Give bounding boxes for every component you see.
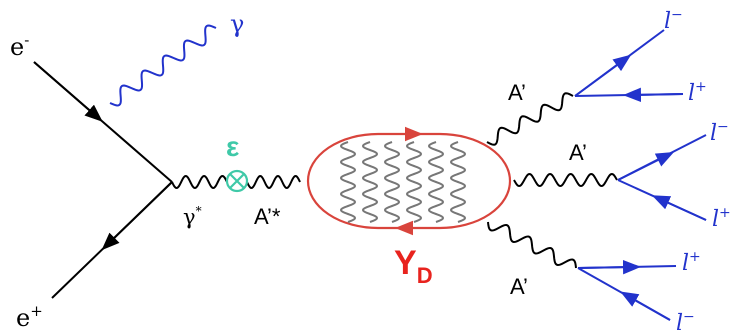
label-lepton-plus-3: l+	[682, 249, 701, 276]
virtual-photon	[171, 174, 228, 190]
internal-wavy-line	[427, 141, 445, 223]
label-lepton-minus-3: l−	[676, 309, 695, 335]
lepton-lines	[574, 29, 707, 321]
label-epsilon: ε	[226, 131, 239, 162]
internal-wavy-line	[339, 141, 357, 223]
bound-state-loop	[306, 126, 512, 236]
internal-wavy-line	[405, 141, 423, 223]
interaction-wavy-lines	[339, 141, 467, 223]
electron-line	[33, 61, 173, 183]
label-a-prime-top: A’	[508, 80, 526, 105]
kinetic-mixing-vertex	[225, 169, 249, 193]
internal-wavy-line	[361, 141, 379, 223]
internal-wavy-line	[449, 141, 467, 223]
dark-photon-top	[486, 92, 574, 146]
label-upsilon-d: YD	[394, 244, 433, 288]
label-e-plus: e+	[16, 302, 43, 332]
dark-photon-mid	[513, 172, 618, 188]
label-a-prime-mid: A’	[569, 140, 587, 165]
dark-photon-virtual	[246, 174, 301, 190]
label-a-prime-star: A’*	[254, 204, 281, 229]
label-a-prime-bot: A’	[510, 274, 528, 299]
label-e-minus: e-	[10, 31, 29, 61]
positron-line	[51, 181, 173, 299]
label-lepton-plus-1: l+	[688, 79, 707, 106]
dark-photon-bottom	[487, 221, 577, 269]
internal-wavy-line	[383, 141, 401, 223]
emitted-photon	[109, 24, 217, 107]
label-lepton-minus-1: l−	[664, 7, 683, 34]
label-gamma-star: γ*	[183, 204, 202, 229]
photon-lines	[109, 24, 618, 269]
label-gamma-out: γ	[230, 10, 244, 38]
label-lepton-plus-2: l+	[712, 205, 731, 232]
label-lepton-minus-2: l−	[710, 119, 729, 146]
